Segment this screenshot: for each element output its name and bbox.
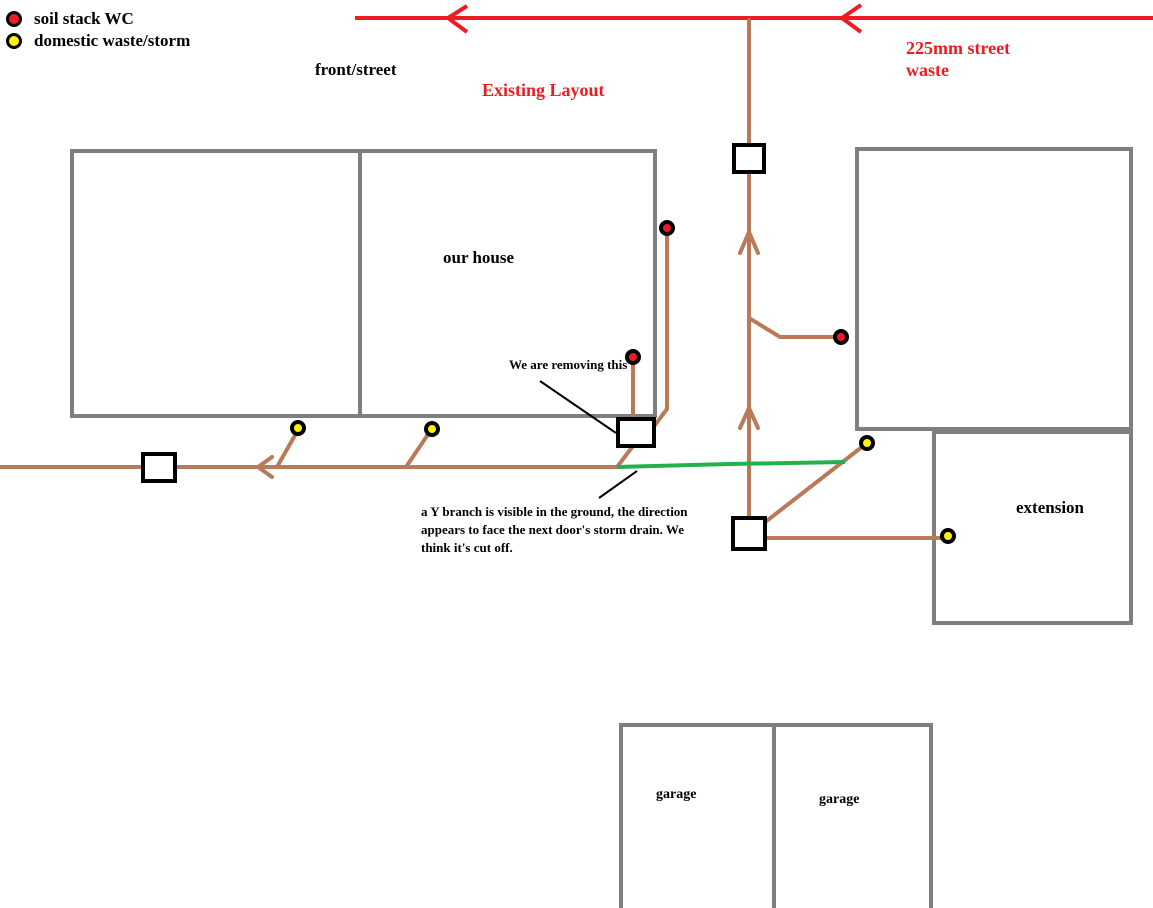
y-junction-stub: [615, 444, 635, 469]
extension-label: extension: [1016, 498, 1084, 517]
red-dot-icon: [6, 11, 22, 27]
inspection-to-storm-branch: [753, 441, 869, 532]
legend-domestic-waste: domestic waste/storm: [6, 31, 190, 51]
waste-point-1: [290, 420, 306, 436]
yellow-dot-icon: [6, 33, 22, 49]
inspection-chamber-removed: [616, 417, 656, 448]
garage-left-label: garage: [656, 787, 697, 802]
y-branch-pipe: [616, 460, 846, 469]
removing-pointer: [539, 380, 617, 434]
y-branch-pointer: [598, 470, 638, 499]
rear-flow-arrow: [256, 455, 274, 479]
inspection-chamber-front: [732, 143, 766, 174]
neighbour-house-outline: [70, 149, 362, 418]
soil-stack-point-house: [659, 220, 675, 236]
garage-right-label: garage: [819, 792, 860, 807]
vertical-flow-arrow-upper: [738, 230, 760, 255]
front-street-label: front/street: [315, 60, 397, 79]
our-house-outline: [358, 149, 657, 418]
our-house-label: our house: [443, 248, 515, 267]
removing-note: We are removing this: [509, 357, 628, 372]
soil-stack-point-removed: [625, 349, 641, 365]
existing-layout-title: Existing Layout: [482, 80, 605, 100]
garage-right-outline: [772, 723, 933, 908]
street-waste-label: 225mm street waste: [906, 38, 1011, 80]
waste-point-storm: [859, 435, 875, 451]
inspection-chamber-rear: [141, 452, 177, 483]
vertical-flow-arrow-lower: [738, 406, 760, 430]
house-stack-pipe: [647, 226, 669, 435]
y-branch-note: a Y branch is visible in the ground, the…: [421, 504, 688, 555]
waste-branch-2: [404, 428, 433, 469]
extension-outline: [932, 430, 1133, 625]
garage-left-outline: [619, 723, 776, 908]
legend-soil-stack: soil stack WC: [6, 9, 134, 29]
street-flow-arrow-right: [838, 3, 863, 34]
inspection-chamber-junction: [731, 516, 767, 551]
legend-domestic-waste-label: domestic waste/storm: [34, 31, 191, 50]
waste-branch-1: [275, 428, 300, 469]
waste-point-2: [424, 421, 440, 437]
legend-soil-stack-label: soil stack WC: [34, 9, 134, 28]
next-door-house-outline: [855, 147, 1133, 431]
soil-stack-point-next-door: [833, 329, 849, 345]
next-door-stack-branch: [747, 316, 842, 339]
street-flow-arrow-left: [444, 4, 469, 34]
waste-point-extension: [940, 528, 956, 544]
